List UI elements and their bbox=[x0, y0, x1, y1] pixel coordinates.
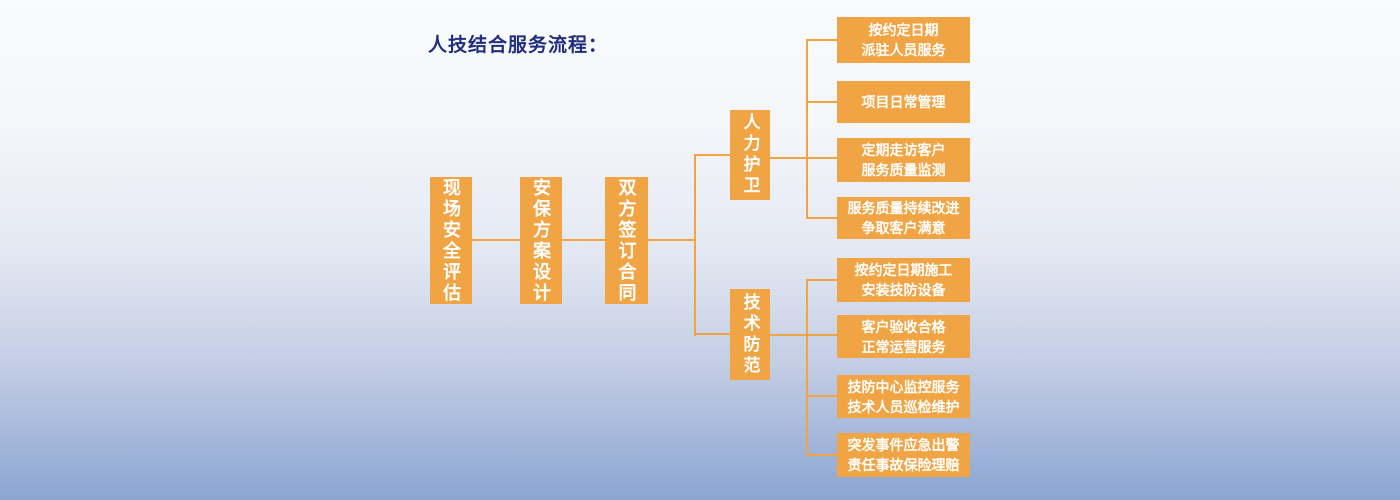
manpower-step-continuous-improvement: 服务质量持续改进 争取客户满意 bbox=[837, 197, 970, 239]
step-line: 争取客户满意 bbox=[861, 220, 946, 236]
step-line: 项目日常管理 bbox=[861, 94, 946, 110]
connector-line bbox=[806, 279, 837, 281]
connector-line bbox=[694, 154, 696, 336]
node-contract-signing: 双方签订合同 bbox=[605, 177, 648, 304]
connector-line bbox=[648, 239, 695, 241]
connector-line bbox=[806, 39, 808, 219]
step-line: 派驻人员服务 bbox=[861, 42, 946, 58]
flowchart-title: 人技结合服务流程： bbox=[428, 35, 609, 56]
node-manpower-guard: 人力护卫 bbox=[730, 110, 770, 200]
connector-line bbox=[806, 39, 837, 41]
connector-line bbox=[472, 239, 520, 241]
connector-line bbox=[806, 279, 808, 456]
node-technical-prevention: 技术防范 bbox=[730, 289, 770, 380]
step-line: 技术人员巡检维护 bbox=[847, 398, 960, 415]
tech-step-monitoring-maintenance: 技防中心监控服务 技术人员巡检维护 bbox=[837, 375, 970, 418]
step-line: 安装技防设备 bbox=[861, 282, 946, 298]
step-line: 技防中心监控服务 bbox=[847, 378, 960, 395]
node-security-plan-design: 安保方案设计 bbox=[520, 177, 562, 304]
connector-line bbox=[696, 154, 730, 156]
step-line: 服务质量持续改进 bbox=[847, 200, 960, 216]
connector-line bbox=[806, 395, 837, 397]
connector-line bbox=[806, 217, 837, 219]
manpower-step-client-visits-quality-monitoring: 定期走访客户 服务质量监测 bbox=[837, 138, 970, 182]
step-line: 按约定日期施工 bbox=[854, 262, 953, 278]
manpower-step-daily-management: 项目日常管理 bbox=[837, 81, 970, 123]
node-site-safety-assessment: 现场安全评估 bbox=[430, 177, 472, 304]
connector-line bbox=[770, 157, 837, 159]
manpower-step-dispatch-personnel: 按约定日期 派驻人员服务 bbox=[837, 17, 970, 63]
step-line: 服务质量监测 bbox=[861, 162, 946, 178]
tech-step-install-equipment: 按约定日期施工 安装技防设备 bbox=[837, 258, 970, 302]
connector-line bbox=[806, 101, 837, 103]
step-line: 责任事故保险理赔 bbox=[847, 457, 960, 473]
step-line: 客户验收合格 bbox=[861, 318, 946, 335]
tech-step-acceptance-operation: 客户验收合格 正常运营服务 bbox=[837, 315, 970, 358]
step-line: 定期走访客户 bbox=[861, 142, 946, 158]
connector-line bbox=[806, 454, 837, 456]
step-line: 正常运营服务 bbox=[861, 338, 946, 355]
step-line: 突发事件应急出警 bbox=[847, 437, 960, 453]
connector-line bbox=[770, 334, 837, 336]
connector-line bbox=[696, 333, 730, 335]
tech-step-emergency-insurance: 突发事件应急出警 责任事故保险理赔 bbox=[837, 433, 970, 477]
connector-line bbox=[562, 239, 605, 241]
step-line: 按约定日期 bbox=[868, 22, 939, 38]
